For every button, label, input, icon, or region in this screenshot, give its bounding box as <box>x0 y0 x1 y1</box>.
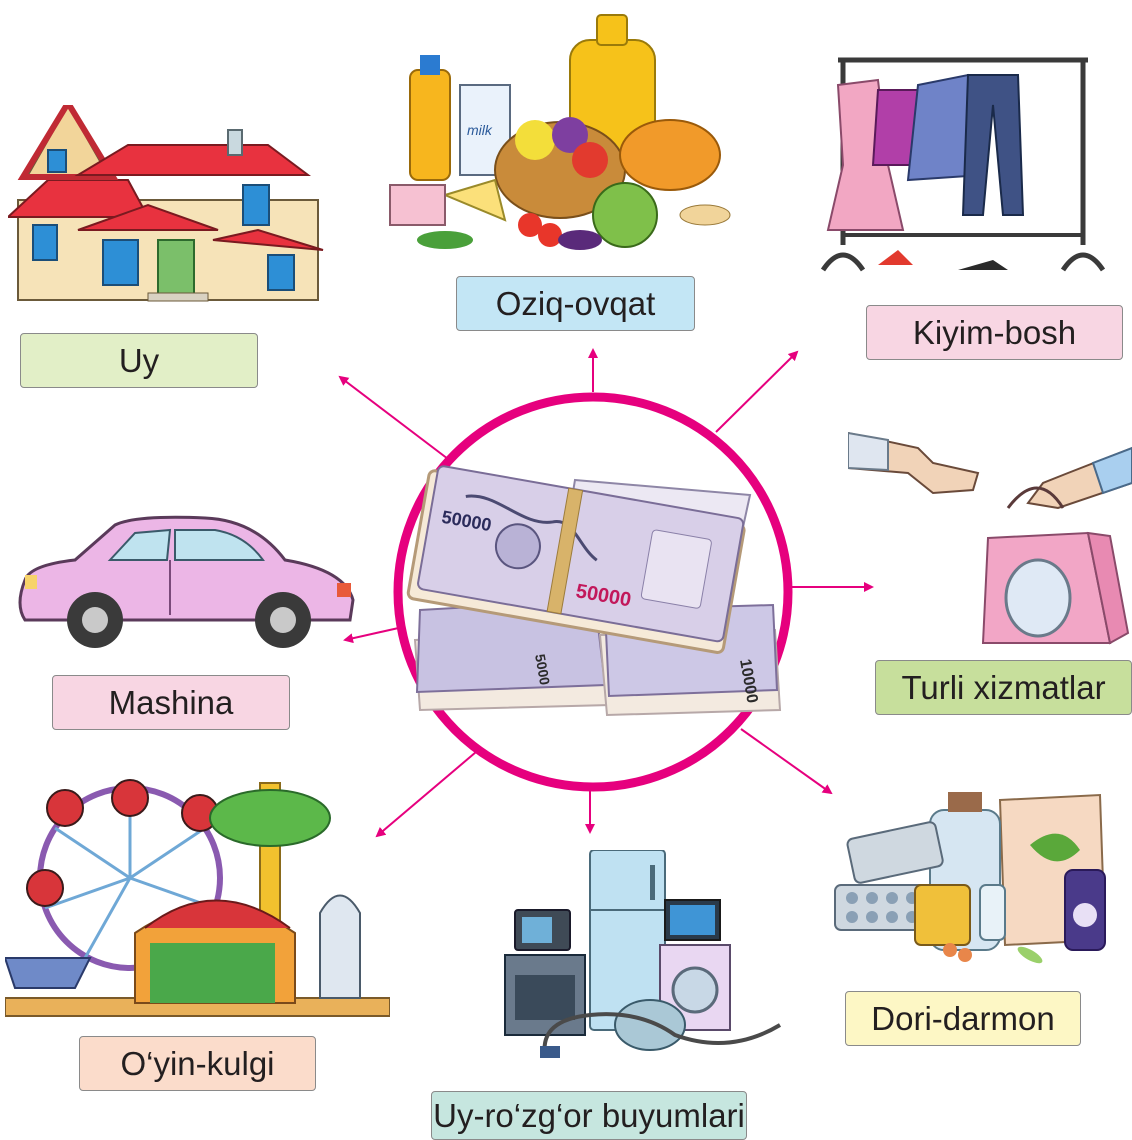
house-icon <box>5 97 328 305</box>
category-label-kiyim: Kiyim-bosh <box>866 305 1123 360</box>
category-label-uy: Uy <box>20 333 258 388</box>
category-label-oziq: Oziq-ovqat <box>456 276 695 331</box>
arrow-dori <box>740 728 833 795</box>
arrow-oyin <box>375 751 477 838</box>
clothes-rack-icon <box>818 45 1108 285</box>
car-icon <box>15 515 360 655</box>
category-label-oyin: O‘yin-kulgi <box>79 1036 316 1091</box>
svg-text:milk: milk <box>467 122 493 138</box>
category-label-buyum: Uy-ro‘zg‘or buyumlari <box>431 1091 747 1140</box>
shopping-service-icon <box>847 428 1132 648</box>
groceries-icon: milk <box>385 10 745 265</box>
svg-text:5000: 5000 <box>532 653 553 687</box>
center-ring <box>393 392 793 792</box>
category-label-dori: Dori-darmon <box>845 991 1081 1046</box>
amusement-park-icon <box>3 768 391 1018</box>
category-label-mashina: Mashina <box>52 675 290 730</box>
arrow-uy <box>338 375 453 463</box>
appliances-icon <box>500 849 800 1065</box>
category-label-xizmat: Turli xizmatlar <box>875 660 1132 715</box>
arrow-mashina <box>343 626 404 644</box>
arrow-kiyim <box>715 350 799 433</box>
money-stack-icon: 10000 5000 1000 50000 50000 <box>395 460 795 725</box>
medicine-icon <box>830 790 1120 970</box>
